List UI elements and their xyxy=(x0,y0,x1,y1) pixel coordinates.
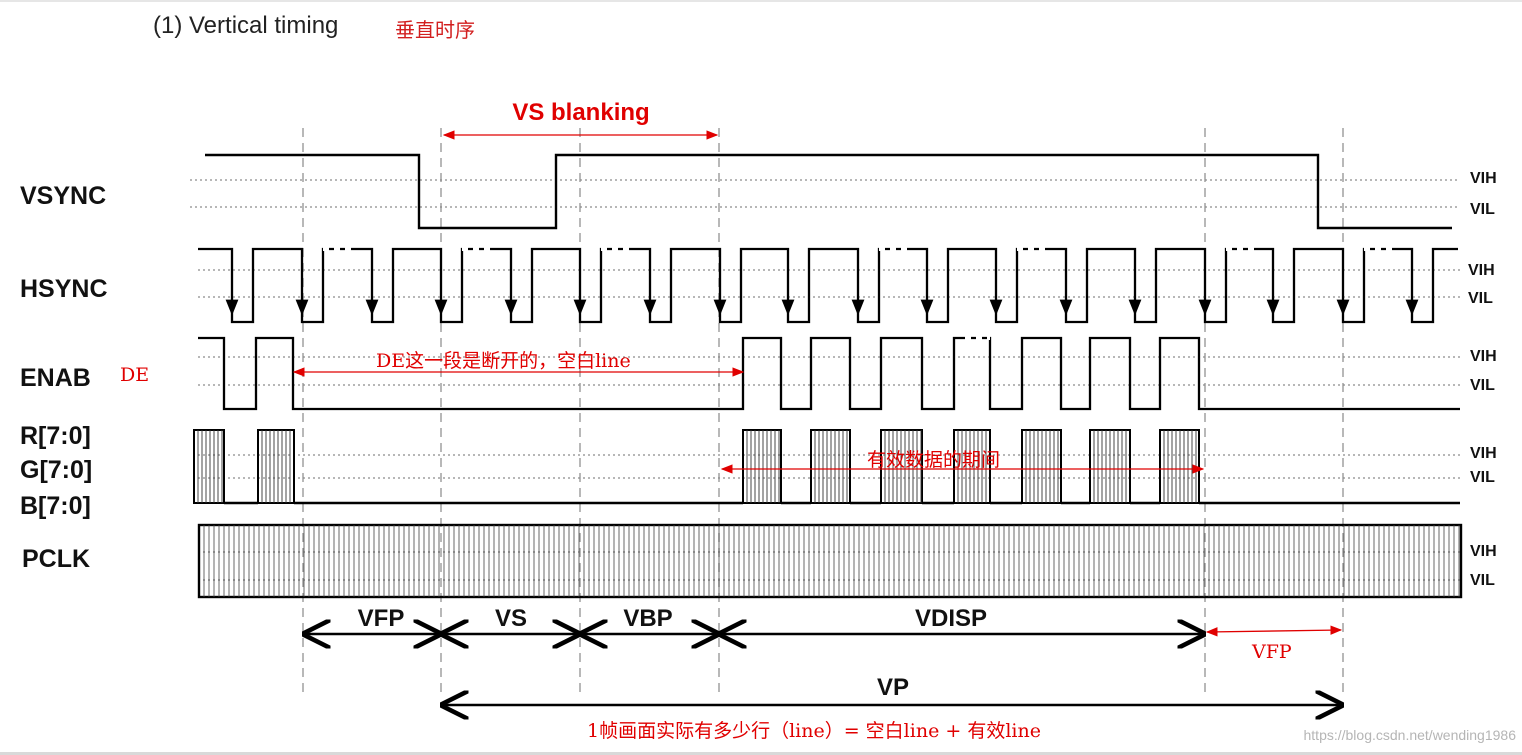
heading-annotation: 垂直时序 xyxy=(395,18,475,42)
vs-blanking-label: VS blanking xyxy=(512,99,650,126)
frame-lines-note: 1帧画面实际有多少行（line）= 空白line + 有效line xyxy=(587,720,1041,742)
vp-segment-label: VP xyxy=(876,674,910,701)
vfp-segment-label: VFP xyxy=(357,605,405,632)
r-label: R[7:0] xyxy=(20,422,91,450)
rgb-burst-7 xyxy=(1021,429,1062,504)
vsync-waveform xyxy=(205,153,1452,230)
hsync-label: HSYNC xyxy=(20,275,108,303)
g-label: G[7:0] xyxy=(20,456,93,484)
hsync-waveform xyxy=(198,247,1458,324)
valid-data-note: 有效数据的期间 xyxy=(867,449,1001,471)
de-blank-note: DE这一段是断开的，空白line xyxy=(376,350,631,372)
vbp-segment-label: VBP xyxy=(623,605,673,632)
rgb-vil-label: VIL xyxy=(1470,469,1495,486)
b-label: B[7:0] xyxy=(20,492,91,520)
top-divider xyxy=(0,0,1522,2)
pclk-vih-label: VIH xyxy=(1470,543,1497,560)
pclk-vil-label: VIL xyxy=(1470,572,1495,589)
enab-vil-label: VIL xyxy=(1470,377,1495,394)
hsync-vih-label: VIH xyxy=(1468,262,1495,279)
rgb-vih-label: VIH xyxy=(1470,445,1497,462)
rgb-burst-1 xyxy=(193,429,225,504)
diagram-heading: (1) Vertical timing xyxy=(153,12,339,39)
vsync-label: VSYNC xyxy=(20,182,107,210)
vdisp-segment-label: VDISP xyxy=(914,605,988,632)
vfp-red-label: VFP xyxy=(1252,641,1292,663)
vfp-red-arrow xyxy=(1205,625,1343,637)
watermark: https://blog.csdn.net/wending1986 xyxy=(1303,727,1517,743)
pclk-waveform xyxy=(197,523,1463,599)
rgb-burst-2 xyxy=(257,429,295,504)
vsync-vih-label: VIH xyxy=(1470,170,1497,187)
rgb-burst-4 xyxy=(810,429,851,504)
pclk-label: PCLK xyxy=(22,545,91,573)
rgb-burst-9 xyxy=(1159,429,1200,504)
enab-vih-label: VIH xyxy=(1470,348,1497,365)
enab-label: ENAB xyxy=(20,364,91,392)
vs-segment-label: VS xyxy=(494,605,528,632)
bottom-divider xyxy=(0,752,1522,755)
de-note: DE xyxy=(120,364,150,386)
hsync-vil-label: VIL xyxy=(1468,290,1493,307)
vsync-vil-label: VIL xyxy=(1470,201,1495,218)
enab-waveform xyxy=(198,336,1460,411)
